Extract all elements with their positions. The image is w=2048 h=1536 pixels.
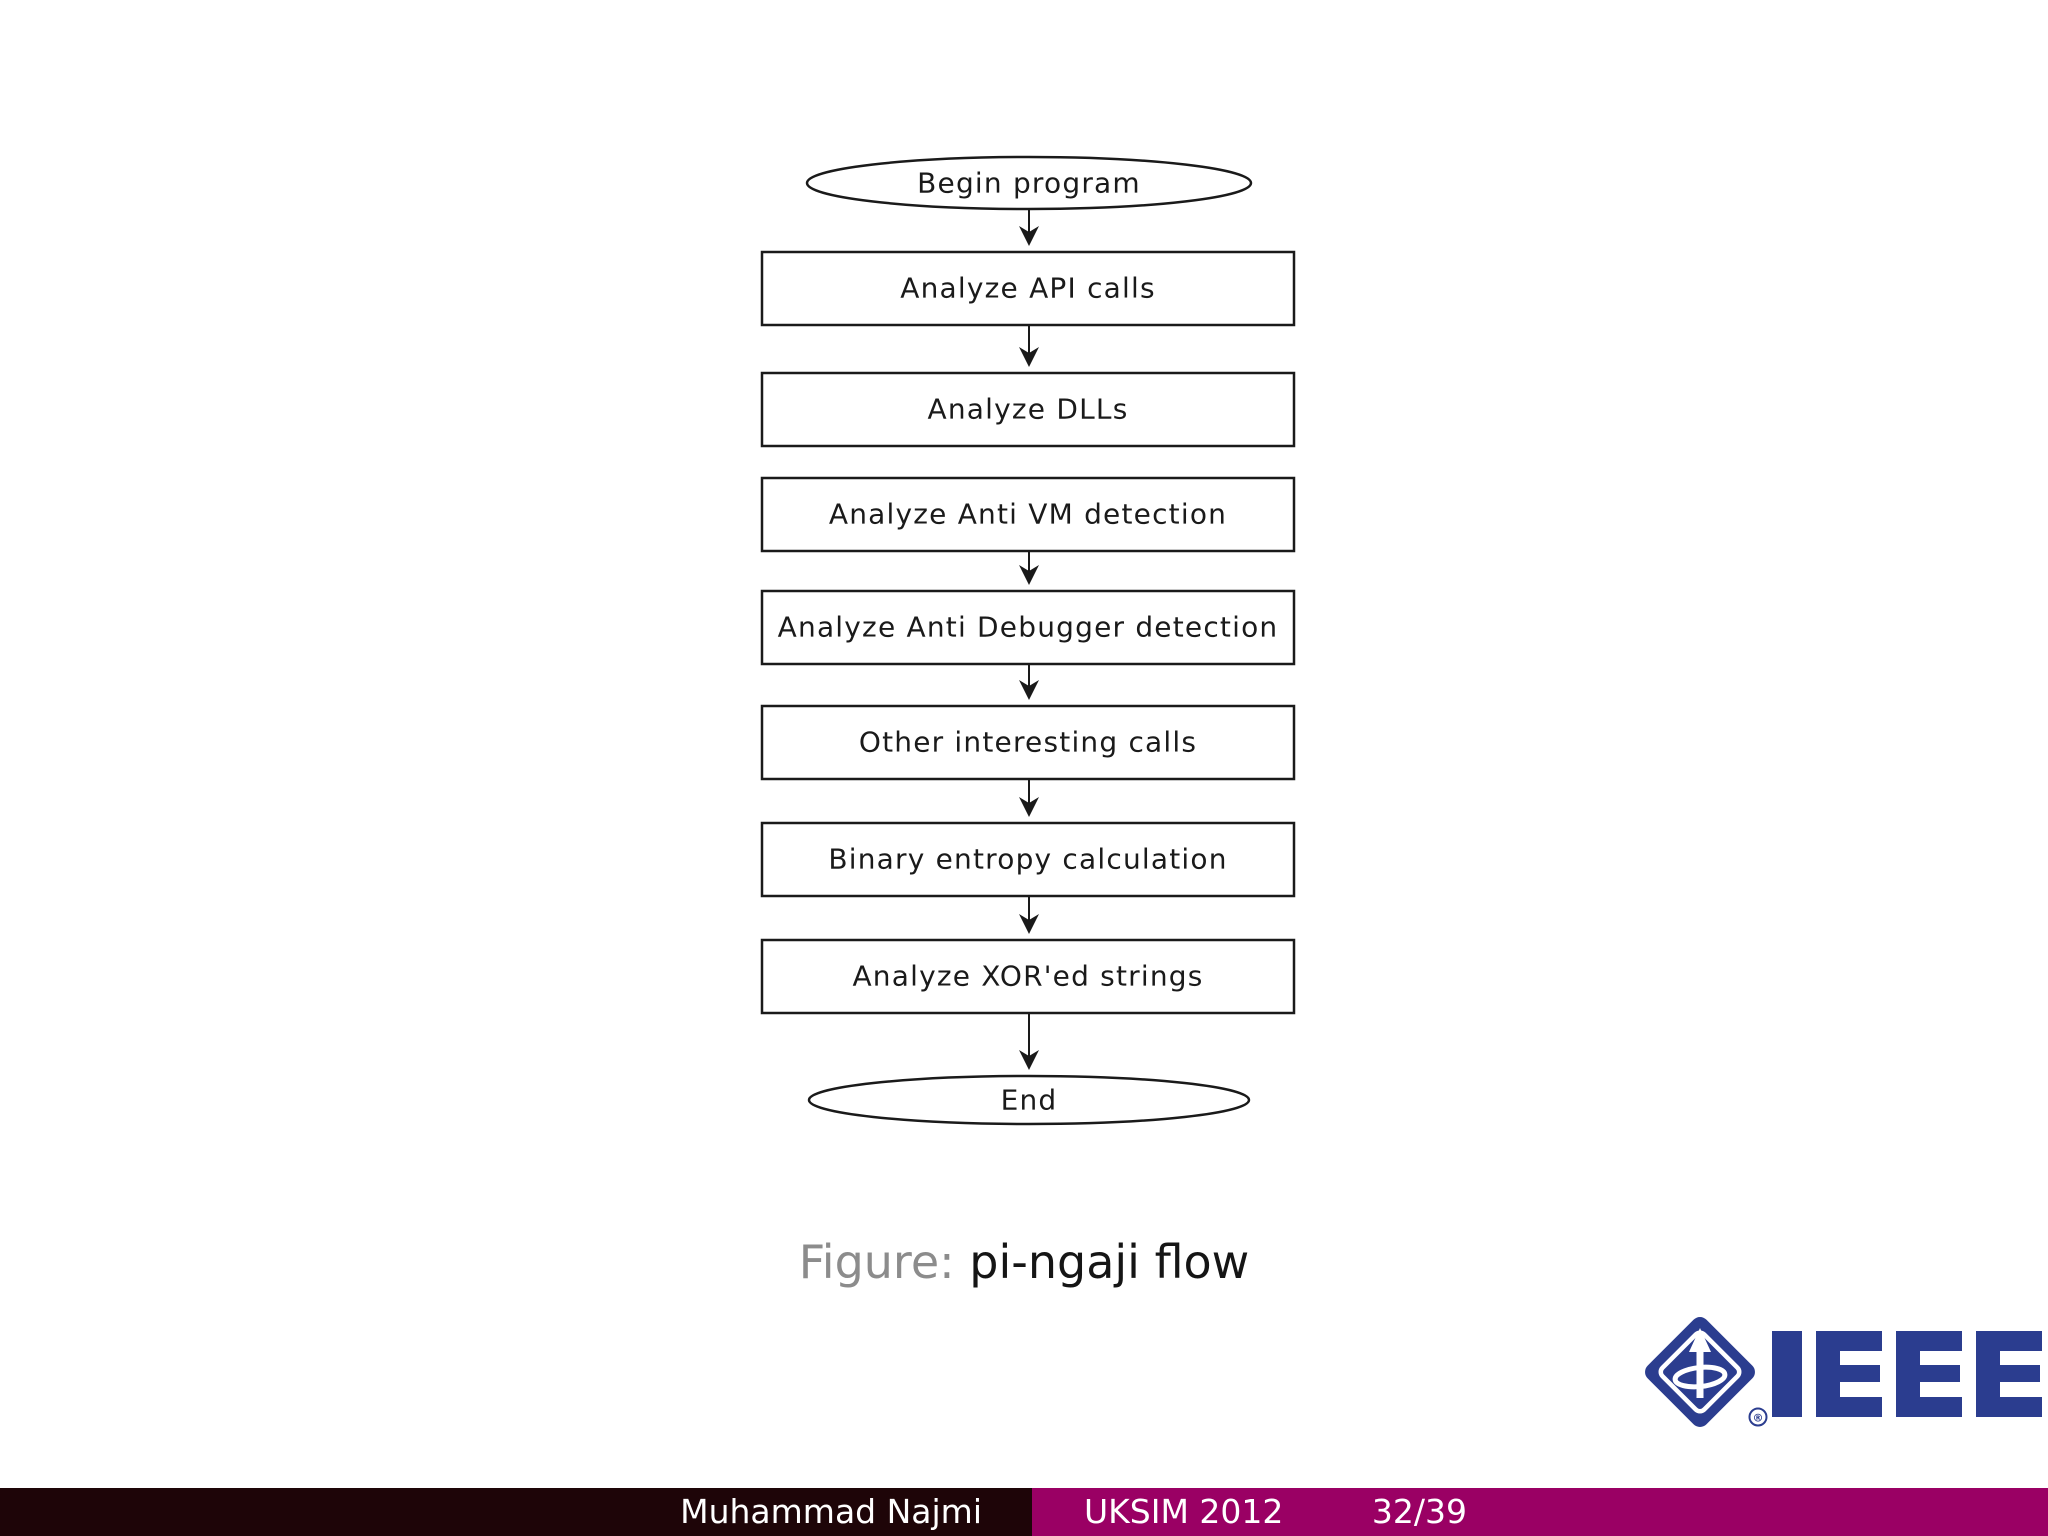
footer-bar: Muhammad Najmi UKSIM 2012 32/39: [0, 1488, 2048, 1536]
footer-conference-segment: UKSIM 2012 32/39: [1032, 1488, 2048, 1536]
footer-author-segment: Muhammad Najmi: [0, 1488, 1032, 1536]
flow-node-anti-vm-label: Analyze Anti VM detection: [829, 498, 1227, 531]
flow-node-end-label: End: [1001, 1084, 1058, 1117]
figure-caption-text: pi-ngaji flow: [969, 1235, 1250, 1289]
flow-node-other-calls: Other interesting calls: [760, 704, 1296, 781]
flow-node-xor-strings-shape: [760, 938, 1296, 1015]
flow-node-xor-strings: Analyze XOR'ed strings: [760, 938, 1296, 1015]
flow-node-begin-label: Begin program: [917, 167, 1141, 200]
flow-node-anti-vm-shape: [760, 476, 1296, 553]
ieee-arrow-glyph-icon: [1672, 1328, 1728, 1398]
flow-node-analyze-api: Analyze API calls: [760, 250, 1296, 327]
flow-node-anti-debugger-shape: [760, 589, 1296, 666]
flow-node-analyze-dlls: Analyze DLLs: [760, 371, 1296, 448]
flow-node-analyze-api-label: Analyze API calls: [900, 272, 1156, 305]
figure-caption-label: Figure:: [798, 1235, 955, 1289]
footer-page-number: 32/39: [1371, 1492, 1468, 1531]
flow-node-analyze-dlls-label: Analyze DLLs: [928, 393, 1129, 426]
footer-conference: UKSIM 2012: [1084, 1492, 1284, 1531]
flow-node-anti-debugger: Analyze Anti Debugger detection: [760, 589, 1296, 666]
ieee-registered-glyph: ®: [1753, 1412, 1764, 1425]
flow-node-end: End: [807, 1074, 1251, 1126]
ieee-logo: ®: [1645, 1317, 2042, 1427]
ieee-wordmark: [1772, 1331, 2042, 1417]
flow-node-entropy-label: Binary entropy calculation: [828, 843, 1227, 876]
flow-node-other-calls-label: Other interesting calls: [859, 726, 1197, 759]
flow-node-entropy: Binary entropy calculation: [760, 821, 1296, 898]
flow-node-xor-strings-label: Analyze XOR'ed strings: [852, 960, 1203, 993]
flow-node-begin: Begin program: [805, 155, 1253, 211]
footer-author: Muhammad Najmi: [680, 1492, 982, 1531]
flow-node-end-shape: [807, 1074, 1251, 1126]
figure-caption: Figure: pi-ngaji flow: [0, 1232, 2048, 1302]
flow-node-analyze-dlls-shape: [760, 371, 1296, 448]
flow-node-anti-debugger-label: Analyze Anti Debugger detection: [778, 611, 1279, 644]
flow-node-other-calls-shape: [760, 704, 1296, 781]
flow-node-anti-vm: Analyze Anti VM detection: [760, 476, 1296, 553]
ieee-registered-mark: ®: [1748, 1407, 1768, 1427]
